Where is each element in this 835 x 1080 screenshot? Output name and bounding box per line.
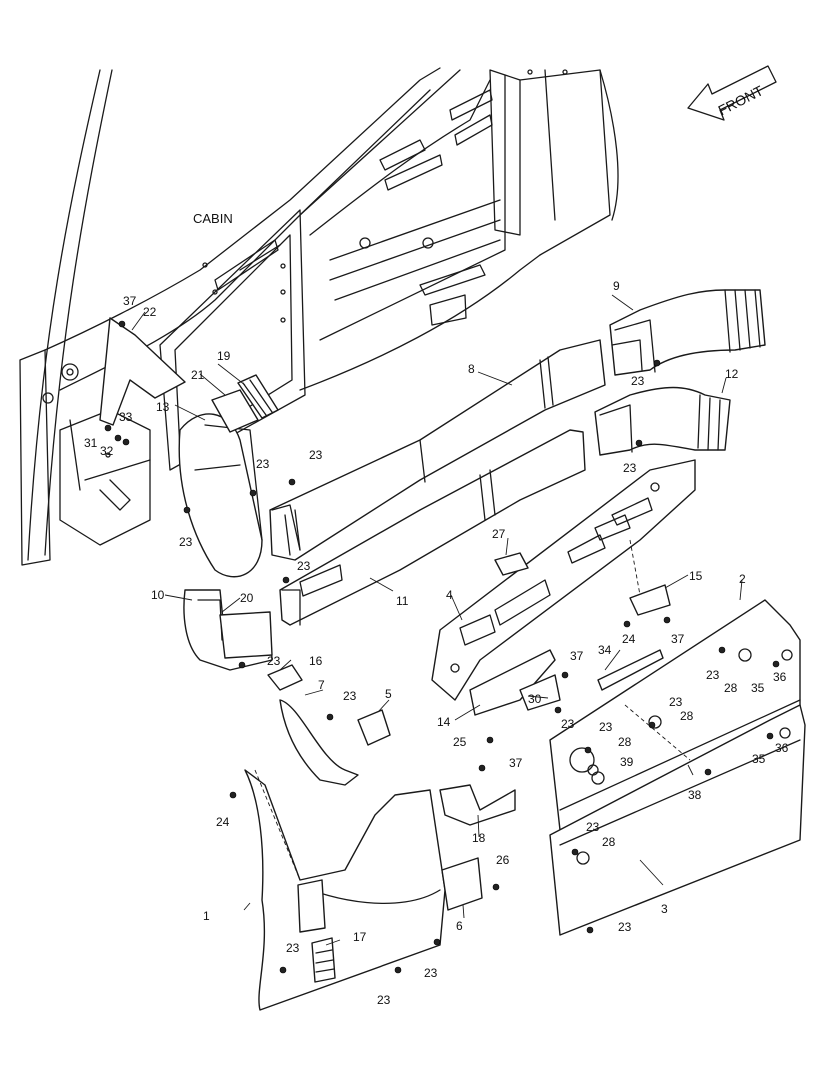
duct-part-13 bbox=[178, 413, 263, 578]
part-label-23-g: 23 bbox=[631, 374, 645, 388]
part-label-22: 22 bbox=[143, 305, 157, 319]
part-label-28d: 28 bbox=[602, 835, 616, 849]
part-label-16: 16 bbox=[309, 654, 323, 668]
duct-part-20 bbox=[219, 611, 273, 659]
vent-part-16 bbox=[267, 664, 303, 691]
bracket-part-18 bbox=[439, 784, 516, 826]
block-part-6 bbox=[441, 857, 483, 911]
part-label-2: 2 bbox=[739, 572, 746, 586]
part-label-36b: 36 bbox=[775, 741, 789, 755]
part-label-4: 4 bbox=[446, 588, 453, 602]
part-label-27: 27 bbox=[492, 527, 506, 541]
part-label-23-k: 23 bbox=[561, 717, 575, 731]
part-label-23-m: 23 bbox=[586, 820, 600, 834]
part-label-24b: 24 bbox=[622, 632, 636, 646]
part-label-5: 5 bbox=[385, 687, 392, 701]
cabin-structure bbox=[19, 67, 619, 566]
part-label-25: 25 bbox=[453, 735, 467, 749]
part-label-23-a: 23 bbox=[256, 457, 270, 471]
part-label-11: 11 bbox=[396, 594, 409, 608]
part-label-19: 19 bbox=[217, 349, 231, 363]
part-label-9: 9 bbox=[613, 279, 620, 293]
part-label-35a: 35 bbox=[751, 681, 765, 695]
part-label-35b: 35 bbox=[752, 752, 766, 766]
vent-part-17 bbox=[311, 937, 336, 983]
front-label: FRONT bbox=[715, 82, 766, 118]
part-label-6: 6 bbox=[456, 919, 463, 933]
part-label-23-j: 23 bbox=[669, 695, 683, 709]
part-label-23-p: 23 bbox=[424, 966, 438, 980]
front-direction-arrow bbox=[687, 65, 777, 121]
part-label-33: 33 bbox=[119, 410, 133, 424]
part-label-37b: 37 bbox=[671, 632, 685, 646]
part-label-26: 26 bbox=[496, 853, 510, 867]
part-label-23-c: 23 bbox=[179, 535, 193, 549]
part-label-23-f: 23 bbox=[343, 689, 357, 703]
bracket-part-30 bbox=[519, 674, 561, 711]
part-label-30: 30 bbox=[528, 692, 542, 706]
panel-part-1 bbox=[244, 769, 446, 1011]
part-label-14: 14 bbox=[437, 715, 451, 729]
part-label-28a: 28 bbox=[724, 681, 738, 695]
filter-part-19 bbox=[237, 374, 279, 419]
part-label-32: 32 bbox=[100, 444, 114, 458]
part-label-15: 15 bbox=[689, 569, 703, 583]
part-label-18: 18 bbox=[472, 831, 486, 845]
part-label-10: 10 bbox=[151, 588, 165, 602]
tile-part-27 bbox=[494, 552, 529, 576]
part-label-23-i: 23 bbox=[706, 668, 720, 682]
part-label-38: 38 bbox=[688, 788, 702, 802]
part-label-31: 31 bbox=[84, 436, 98, 450]
bracket-part-14 bbox=[469, 649, 556, 716]
duct-part-11 bbox=[279, 429, 586, 626]
part-label-8: 8 bbox=[468, 362, 475, 376]
part-label-3: 3 bbox=[661, 902, 668, 916]
part-7 bbox=[279, 699, 359, 786]
part-label-17: 17 bbox=[353, 930, 367, 944]
part-label-23-n: 23 bbox=[618, 920, 632, 934]
console-part-4 bbox=[431, 459, 696, 701]
duct-part-21 bbox=[211, 389, 259, 433]
part-label-23-l: 23 bbox=[599, 720, 613, 734]
part-label-36a: 36 bbox=[773, 670, 787, 684]
part-label-23-q: 23 bbox=[377, 993, 391, 1007]
part-label-24a: 24 bbox=[216, 815, 230, 829]
part-5 bbox=[357, 709, 391, 746]
part-label-23-b: 23 bbox=[309, 448, 323, 462]
part-label-37c: 37 bbox=[570, 649, 584, 663]
part-label-28b: 28 bbox=[680, 709, 694, 723]
bracket-part-22 bbox=[99, 317, 186, 426]
part-label-37a: 37 bbox=[123, 294, 137, 308]
part-label-23-e: 23 bbox=[267, 654, 281, 668]
part-label-12: 12 bbox=[725, 367, 739, 381]
cabin-label: CABIN bbox=[193, 211, 233, 226]
part-label-37d: 37 bbox=[509, 756, 523, 770]
part-label-23-o: 23 bbox=[286, 941, 300, 955]
vent-frame bbox=[297, 879, 326, 933]
duct-part-12 bbox=[594, 386, 731, 456]
leader-lines bbox=[131, 294, 743, 946]
part-label-20: 20 bbox=[240, 591, 254, 605]
part-label-34: 34 bbox=[598, 643, 612, 657]
part-label-39: 39 bbox=[620, 755, 634, 769]
part-label-1: 1 bbox=[203, 909, 210, 923]
duct-part-9 bbox=[609, 289, 766, 376]
fasteners bbox=[104, 320, 793, 974]
part-label-13: 13 bbox=[156, 400, 170, 414]
duct-part-8 bbox=[269, 339, 606, 561]
bracket-part-34 bbox=[597, 649, 664, 691]
part-label-23-d: 23 bbox=[297, 559, 311, 573]
part-label-23-h: 23 bbox=[623, 461, 637, 475]
part-label-7: 7 bbox=[318, 678, 325, 692]
part-label-28c: 28 bbox=[618, 735, 632, 749]
panel-part-3 bbox=[549, 704, 806, 936]
bracket-part-15 bbox=[629, 584, 671, 616]
part-label-21: 21 bbox=[191, 368, 205, 382]
